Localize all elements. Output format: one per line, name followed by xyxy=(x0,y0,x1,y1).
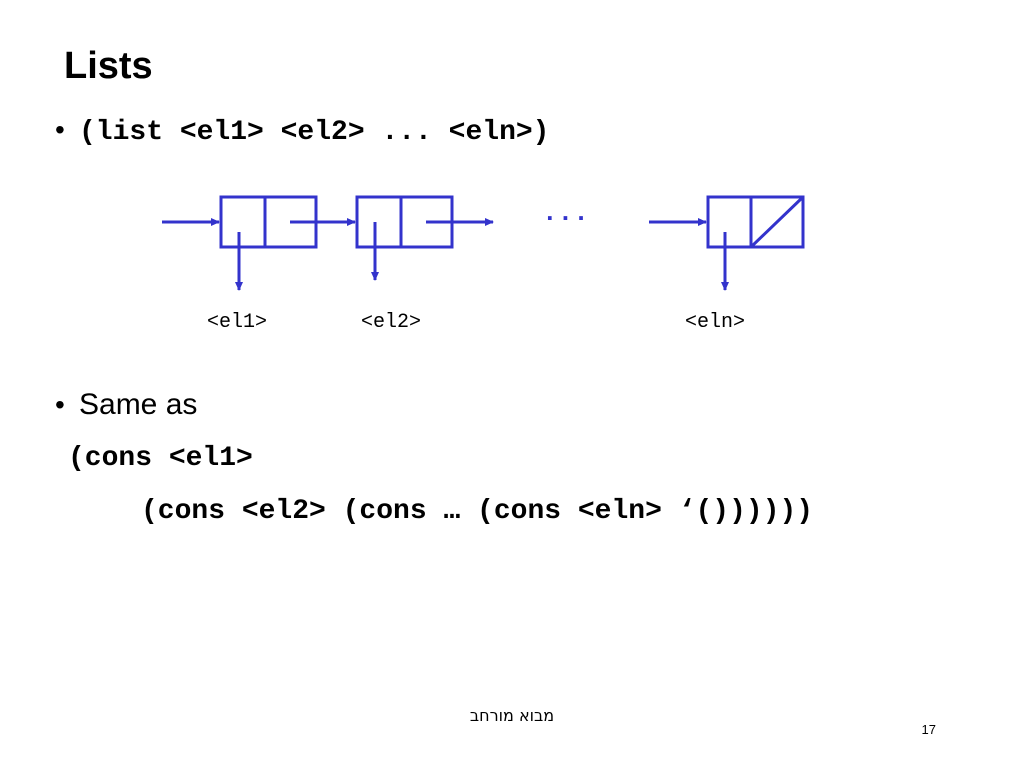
box-pointer-diagram: ... <el1> <el2> <eln> xyxy=(162,195,805,334)
bullet-list-syntax: • (list <el1> <el2> ... <eln>) xyxy=(55,114,549,148)
bullet-marker: • xyxy=(55,389,65,420)
element-label-1: <el1> xyxy=(207,311,267,334)
cons-cell-n-box xyxy=(706,195,805,249)
cons-code-line-1: (cons <el1> xyxy=(68,443,253,474)
diagram-ellipsis: ... xyxy=(542,198,589,228)
slide-title: Lists xyxy=(64,45,153,87)
list-syntax-code: (list <el1> <el2> ... <eln>) xyxy=(79,117,550,148)
bullet-same-as: • Same as xyxy=(55,388,197,422)
bullet-marker: • xyxy=(55,114,65,145)
footer-course-name: מבוא מורחב xyxy=(469,706,555,725)
nil-slash xyxy=(749,195,805,249)
page-number: 17 xyxy=(921,722,936,737)
cons-cell-n xyxy=(706,195,805,249)
element-label-2: <el2> xyxy=(361,311,421,334)
cons-code-line-2: (cons <el2> (cons … (cons <eln> ‘()))))) xyxy=(141,496,814,527)
element-label-n: <eln> xyxy=(685,311,745,334)
same-as-text: Same as xyxy=(79,388,198,421)
